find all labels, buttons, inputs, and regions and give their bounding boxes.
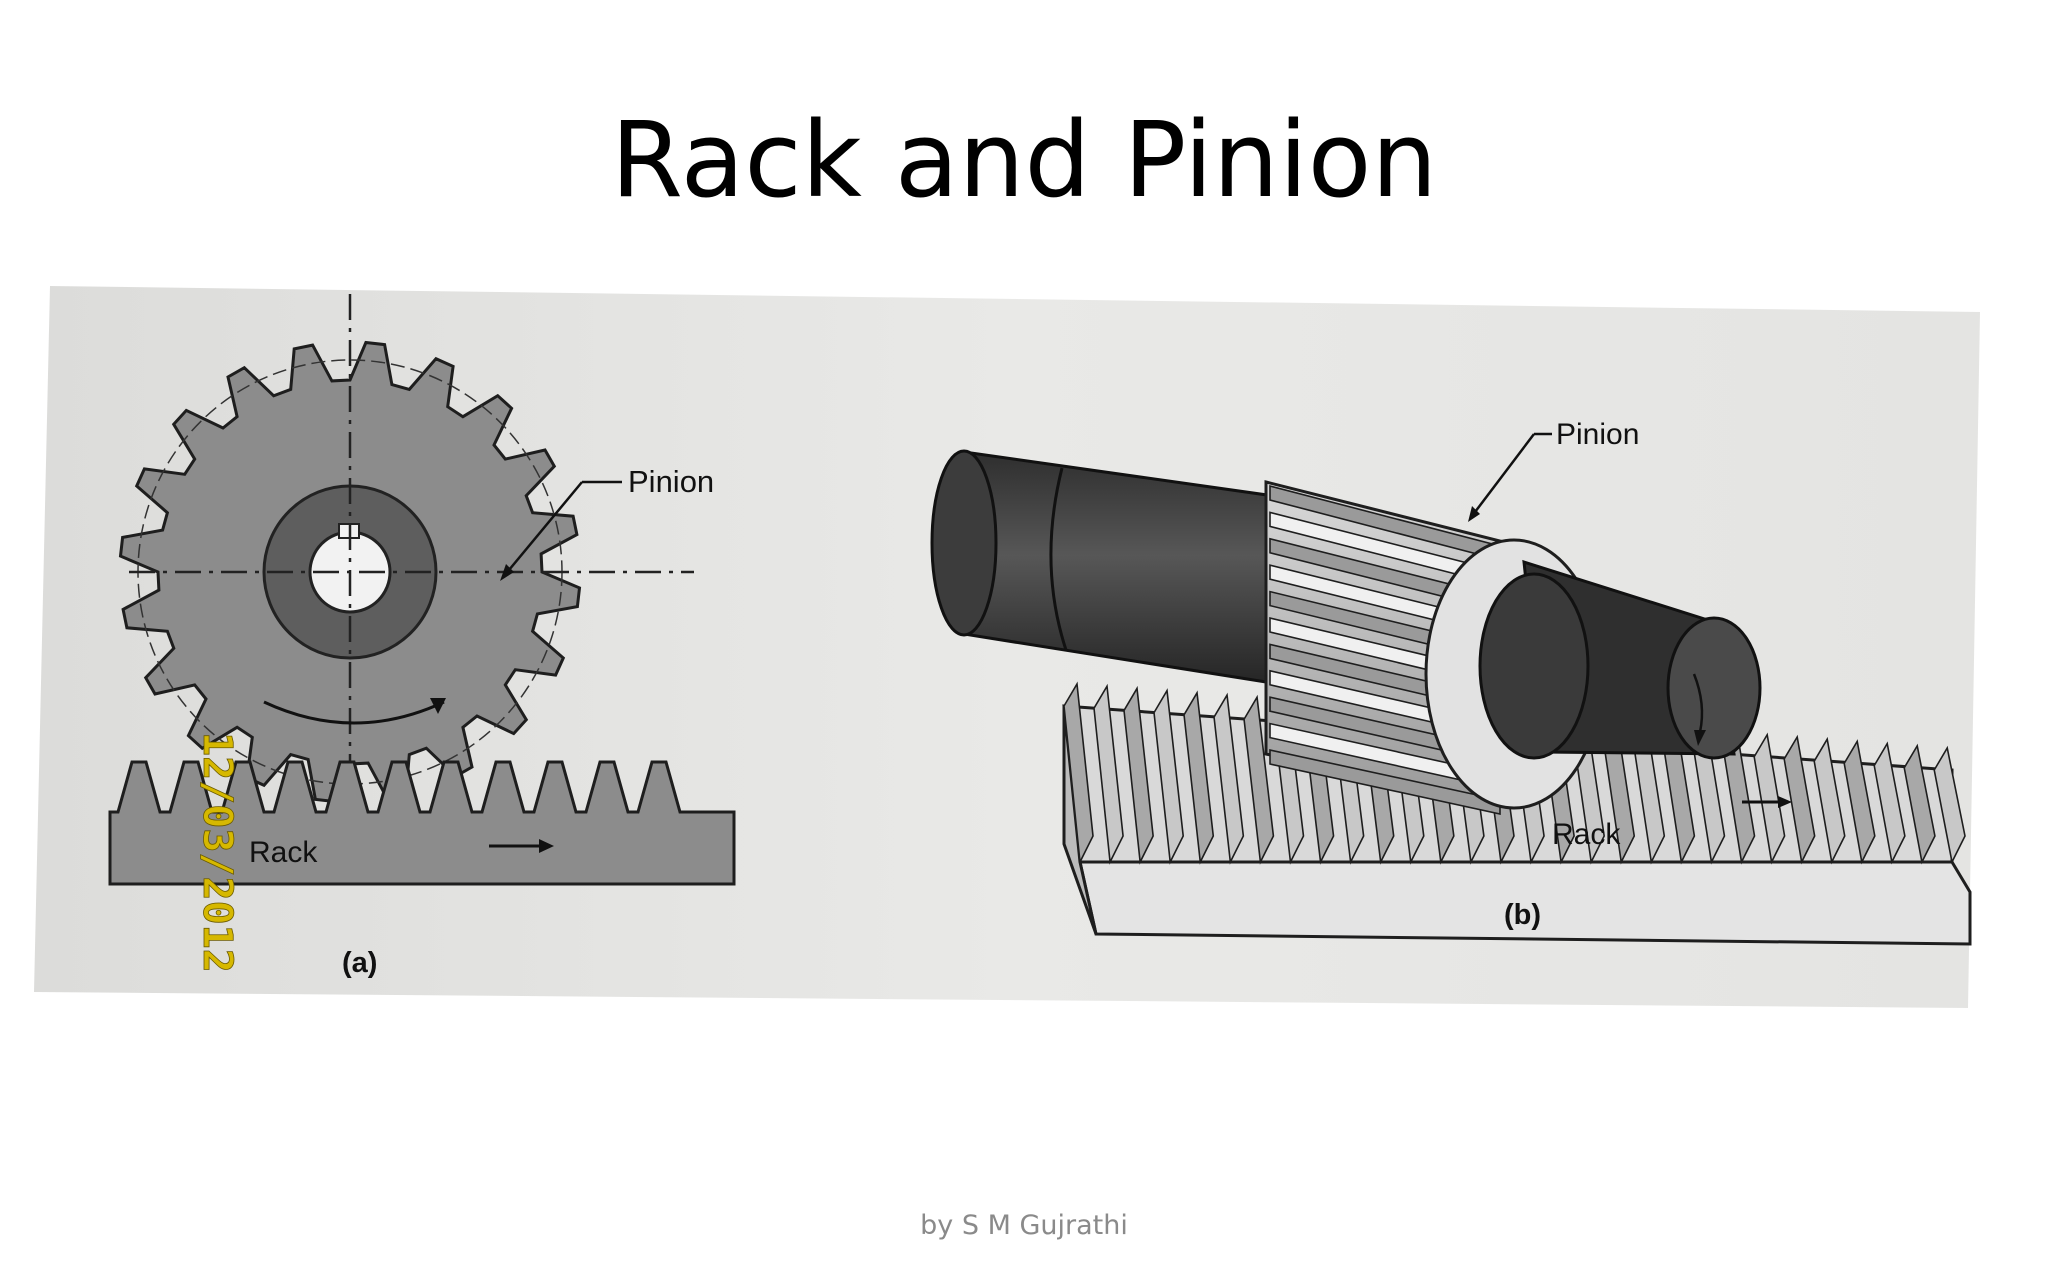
panel-b: Pinion Rack (b): [930, 418, 1972, 946]
rack-label-a: Rack: [249, 836, 318, 869]
shaft-right-end: [1666, 616, 1762, 760]
rack-tooth: [1753, 732, 1786, 865]
rack-tooth: [1063, 681, 1094, 865]
rack-tooth: [1813, 736, 1846, 865]
rack-front-view: [108, 760, 736, 886]
caption-b: (b): [1504, 899, 1541, 931]
panel-a: Rack Pinion (a) 12/03/2012: [108, 294, 736, 979]
rotation-arrow-head: [430, 698, 446, 714]
rack-tooth: [1093, 683, 1124, 865]
pinion-leader-a-arrowhead: [500, 564, 514, 581]
figure-svg: Rack Pinion (a) 12/03/2012: [34, 286, 1980, 1008]
rotation-arrow-b-head: [1694, 730, 1706, 746]
rotation-arrow: [263, 700, 445, 725]
pinion-label-b: Pinion: [1556, 418, 1639, 451]
caption-a: (a): [342, 947, 377, 979]
rack-and-pinion-figure: Rack Pinion (a) 12/03/2012: [34, 284, 1984, 1014]
rack-tooth: [1153, 688, 1185, 865]
shaft-right-collar: [1478, 572, 1590, 760]
pinion-label-a: Pinion: [628, 464, 714, 499]
pinion-3d-tooth: [1269, 749, 1501, 815]
rack-tooth: [1783, 734, 1816, 865]
author-credit: by S M Gujrathi: [920, 1210, 1128, 1241]
rack-tooth: [1933, 745, 1966, 865]
rack-tooth: [1213, 692, 1245, 865]
rack-tooth: [1903, 743, 1936, 865]
slide-title: Rack and Pinion: [610, 99, 1438, 221]
rack-motion-arrow-b-head: [1778, 796, 1792, 808]
rack-tooth: [1873, 741, 1906, 865]
rack-tooth: [1243, 694, 1275, 865]
rack-label-b: Rack: [1552, 818, 1621, 851]
rack-tooth: [1123, 685, 1154, 865]
rotation-arrow-b: [1692, 673, 1704, 733]
date-stamp: 12/03/2012: [194, 732, 240, 973]
pinion-leader-b-diagonal: [1471, 433, 1535, 517]
pinion-shaft-end: [930, 449, 998, 637]
pinion-leader-b-arrowhead: [1468, 506, 1480, 522]
rack-tooth: [1183, 690, 1215, 865]
rack-tooth: [1843, 739, 1876, 865]
rack-motion-arrow-head: [539, 839, 554, 853]
shaft-step-line: [1049, 467, 1068, 651]
pinion-leader-a-diagonal: [503, 481, 583, 577]
